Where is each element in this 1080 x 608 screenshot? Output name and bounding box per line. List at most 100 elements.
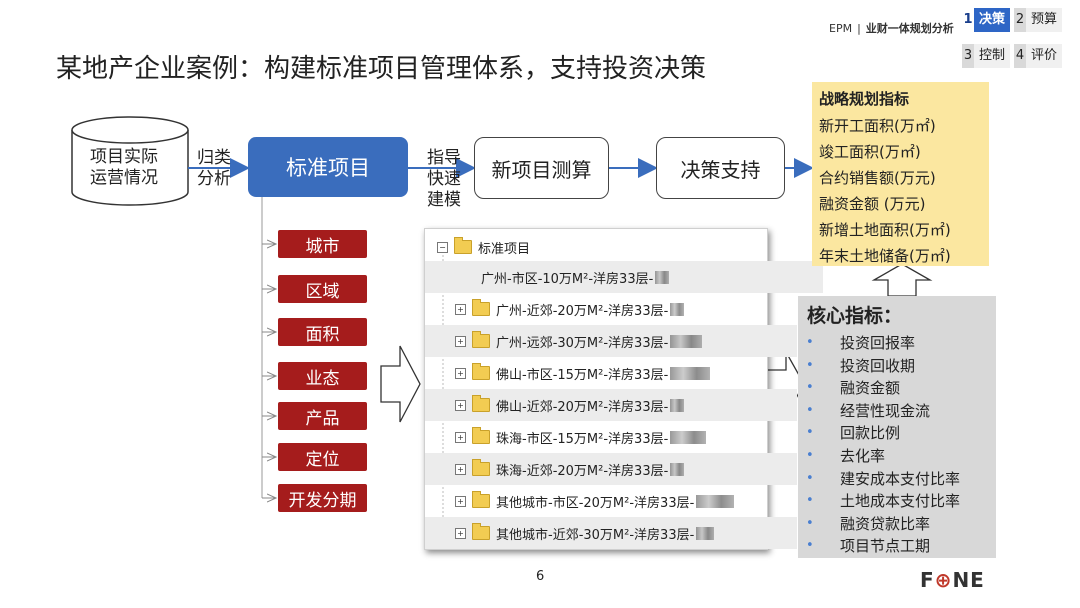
dimension-city: 城市 (278, 230, 367, 258)
strategic-item: 融资金额 (万元) (819, 195, 926, 213)
folder-icon (472, 395, 490, 412)
expand-icon[interactable]: + (455, 495, 466, 507)
bullet-icon: • (806, 402, 814, 418)
tree-item[interactable]: + 其他城市-市区-20万M²-洋房33层- (425, 485, 797, 517)
tree-item[interactable]: + 其他城市-近郊-30万M²-洋房33层- (425, 517, 797, 549)
expand-icon[interactable]: + (455, 527, 466, 539)
tree-item-label: 广州-市区-10万M²-洋房33层- (481, 271, 654, 287)
collapse-icon[interactable]: − (437, 241, 448, 253)
guide-line3: 建模 (427, 190, 461, 210)
core-item-label: 建安成本支付比率 (840, 469, 961, 488)
expand-icon[interactable]: + (455, 303, 466, 315)
core-item: • 项目节点工期 (798, 535, 996, 558)
core-item-label: 回款比例 (840, 424, 901, 443)
hollow-arrow-up (871, 263, 933, 297)
core-item-label: 项目节点工期 (840, 537, 931, 556)
core-title: 核心指标： (807, 305, 903, 327)
strategic-title: 战略规划指标 (819, 90, 910, 108)
tree-item[interactable]: + 珠海-近郊-20万M²-洋房33层- (425, 453, 797, 485)
dimension-product: 产品 (278, 402, 367, 430)
expand-icon[interactable]: + (455, 431, 466, 443)
redacted-mark (670, 398, 685, 412)
redacted-mark (670, 366, 711, 380)
expand-icon[interactable]: + (455, 367, 466, 379)
tree-item[interactable]: + 佛山-近郊-20万M²-洋房33层- (425, 389, 797, 421)
dimension-positioning: 定位 (278, 443, 367, 471)
core-item-label: 投资回收期 (840, 356, 916, 375)
strategic-item: 合约销售额(万元) (819, 169, 936, 187)
guide-line2: 快速 (427, 169, 461, 189)
new-project-box: 新项目测算 (474, 137, 609, 199)
redacted-mark (670, 430, 707, 444)
folder-icon (472, 491, 490, 508)
tab-number: 3 (962, 44, 974, 68)
core-item: • 去化率 (798, 445, 996, 468)
core-item-label: 去化率 (840, 446, 886, 465)
expand-icon[interactable]: + (455, 463, 466, 475)
standard-project-box: 标准项目 (248, 137, 408, 197)
bullet-icon: • (806, 357, 814, 373)
project-tree: − 标准项目 广州-市区-10万M²-洋房33层- + 广州-近郊-20万M²-… (424, 228, 823, 550)
classify-label: 归类 分析 (197, 148, 231, 190)
folder-icon (472, 427, 490, 444)
redacted-mark (670, 462, 685, 476)
tree-item-label: 其他城市-市区-20万M²-洋房33层- (496, 495, 695, 511)
tree-item[interactable]: 广州-市区-10万M²-洋房33层- (425, 261, 823, 293)
redacted-mark (696, 526, 715, 540)
bullet-icon: • (806, 335, 814, 350)
bullet-icon: • (806, 538, 814, 554)
tree-item[interactable]: + 广州-远郊-30万M²-洋房33层- (425, 325, 797, 357)
folder-icon (472, 331, 490, 348)
tree-root-label: 标准项目 (478, 241, 531, 257)
core-item: •融资金额 (798, 377, 996, 400)
source-line1: 项目实际 (90, 147, 158, 167)
core-item: • 回款比例 (798, 422, 996, 445)
core-indicators-box: 核心指标： •投资回报率 •投资回收期 •融资金额 •经营性现金流 •回款比例 … (798, 296, 996, 558)
guide-line1: 指导 (427, 148, 461, 168)
folder-icon (472, 459, 490, 476)
expand-icon[interactable]: + (455, 399, 466, 411)
page-number: 6 (536, 569, 545, 584)
core-item: • 投资回收期 (798, 355, 996, 378)
tab-label: 决策 (974, 8, 1011, 32)
tab-label: 评价 (1026, 44, 1063, 68)
tree-item[interactable]: + 珠海-市区-15万M²-洋房33层- (425, 421, 797, 453)
tree-item[interactable]: + 广州-近郊-20万M²-洋房33层- (425, 293, 797, 325)
tree-item[interactable]: + 佛山-市区-15万M²-洋房33层- (425, 357, 797, 389)
tab-label: 控制 (974, 44, 1011, 68)
folder-open-icon (454, 237, 472, 254)
breadcrumb: 业财一体规划分析 (865, 22, 954, 35)
dimension-region: 区域 (278, 275, 367, 303)
redacted-mark (670, 334, 703, 348)
strategic-item: 新增土地面积(万㎡) (819, 221, 951, 239)
folder-icon (472, 363, 490, 380)
strategic-item: 竣工面积(万㎡) (819, 143, 921, 161)
bullet-icon: • (806, 447, 814, 463)
bullet-icon: • (806, 515, 814, 531)
bullet-icon: • (806, 493, 814, 509)
core-item: •融资贷款比率 (798, 513, 996, 536)
tab-number: 4 (1014, 44, 1026, 68)
strategic-indicators-box: 战略规划指标 新开工面积(万㎡) 竣工面积(万㎡) 合约销售额(万元) 融资金额… (812, 82, 989, 266)
guide-label: 指导 快速 建模 (427, 148, 461, 211)
logo-part: F (920, 568, 935, 592)
bullet-icon: • (806, 470, 814, 486)
classify-line1: 归类 (197, 148, 231, 168)
bullet-icon: • (806, 425, 814, 441)
core-item-label: 投资回报率 (840, 334, 916, 352)
expand-icon[interactable]: + (455, 335, 466, 347)
tree-root[interactable]: − 标准项目 (425, 231, 779, 263)
strategic-item: 新开工面积(万㎡) (819, 117, 936, 135)
core-item-label: 经营性现金流 (840, 401, 931, 420)
tree-item-label: 广州-近郊-20万M²-洋房33层- (496, 303, 669, 319)
tab-label: 预算 (1026, 8, 1063, 32)
core-item: • 建安成本支付比率 (798, 468, 996, 491)
tab-number: 1 (962, 8, 974, 32)
source-cylinder (71, 116, 189, 206)
brand-label: EPM (829, 22, 853, 35)
